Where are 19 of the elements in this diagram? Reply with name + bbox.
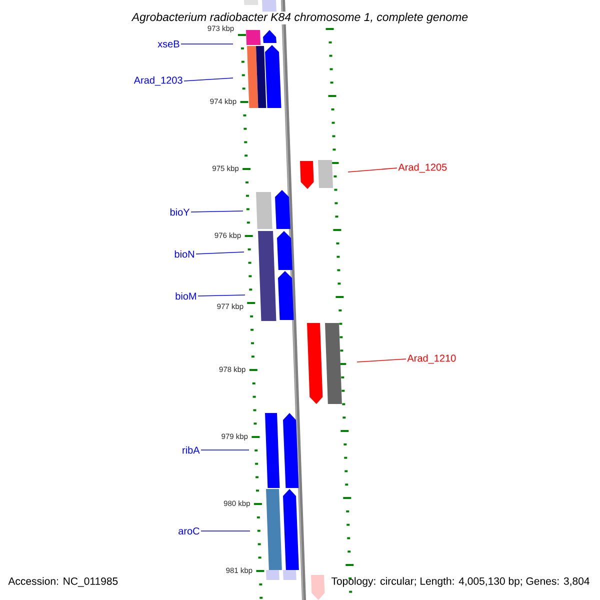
leader-line [200,530,250,532]
gene-label: Arad_1210 [407,354,456,364]
leader-line [184,78,234,82]
gene-label: Arad_1205 [398,163,447,173]
title: Agrobacterium radiobacter K84 chromosome 1, complete genome [130,12,470,24]
gene-label: xseB [158,40,180,48]
gene-label: Arad_1203 [134,76,182,86]
gene-label: ribA [182,446,200,454]
gene-label: bioY [170,208,190,216]
leader-line [348,168,398,172]
leader-line [190,210,244,212]
gene-label: bioM [176,292,196,300]
gene-label: aroC [178,527,200,535]
gene-label: bioN [174,250,194,258]
topology-text: Topology: circular; Length: 4,005,130 bp; Genes: 3,804 [331,577,590,587]
leader-line [196,252,244,254]
leader-line [198,294,246,296]
accession-text: Accession: NC_011985 [8,577,118,587]
leader-line [356,358,406,362]
